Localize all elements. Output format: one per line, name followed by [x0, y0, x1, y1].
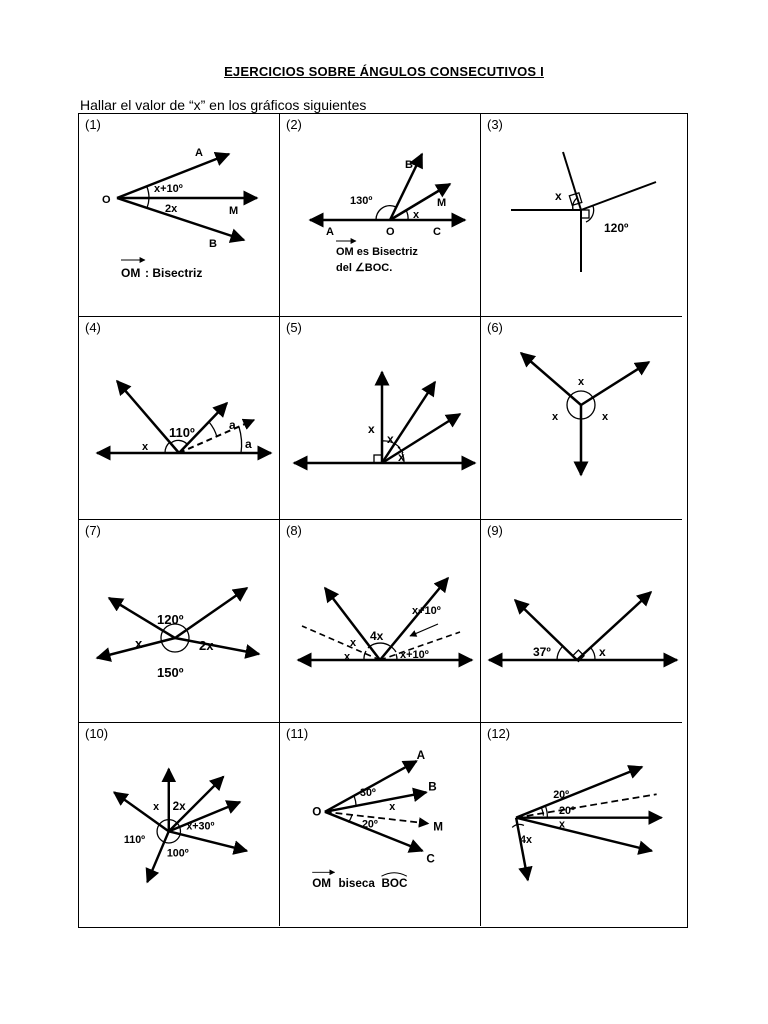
exercise-number: (2): [286, 117, 302, 132]
label-100: 100º: [167, 848, 189, 860]
exercise-number: (3): [487, 117, 503, 132]
exercise-6-figure: x x x: [519, 352, 651, 477]
label-m: M: [437, 197, 446, 209]
label-x: x: [153, 801, 159, 813]
label-a2: a: [245, 437, 252, 451]
label-37: 37º: [533, 645, 551, 659]
caption: : Bisectriz: [145, 266, 202, 280]
label-2x: 2x: [199, 638, 214, 653]
label-150: 150º: [157, 665, 184, 680]
om-vector-label: OM: [121, 266, 140, 280]
label-130: 130º: [350, 195, 372, 207]
label-x: x: [555, 189, 562, 203]
exercise-5: (5) x x x: [280, 317, 481, 520]
label-x2: x: [387, 432, 394, 446]
exercise-9-figure: 37º x: [487, 590, 679, 668]
label-bottom-angle: 2x: [165, 203, 178, 215]
exercise-1-figure: O A M B x+10º 2x OM : Bisectriz: [102, 147, 259, 280]
label-b: B: [405, 159, 413, 171]
label-c: C: [433, 226, 441, 238]
label-x10-lower: x+10º: [400, 649, 429, 661]
exercise-10-figure: x 2x x+30º 110º 100º: [112, 767, 249, 884]
exercise-number: (6): [487, 320, 503, 335]
exercise-number: (4): [85, 320, 101, 335]
label-c: C: [426, 853, 435, 866]
caption: biseca: [339, 877, 376, 890]
exercise-12-figure: 20º 20º x 4x: [511, 765, 663, 882]
label-2x: 2x: [173, 800, 187, 813]
label-top-angle: x+10º: [154, 183, 183, 195]
exercise-11: (11) O A B M C 30º x 20º OM biseca BOC: [280, 723, 481, 926]
label-m: M: [433, 820, 443, 833]
label-x: x: [559, 818, 565, 830]
exercise-7: (7) 120º x 2x 150º: [79, 520, 280, 723]
exercise-grid: (1) O A M B x+10º 2x OM : Bisectriz (2): [78, 113, 688, 928]
label-b: B: [428, 780, 436, 793]
label-x: x: [135, 636, 143, 651]
label-a: A: [195, 147, 203, 159]
label-x1: x: [578, 376, 585, 388]
label-x: x: [142, 441, 149, 453]
label-x3: x: [398, 450, 405, 464]
label-x10-upper: x+10º: [412, 605, 441, 617]
label-x2: x: [344, 651, 351, 663]
exercise-7-figure: 120º x 2x 150º: [95, 586, 261, 680]
label-x2: x: [552, 411, 559, 423]
exercise-number: (10): [85, 726, 109, 741]
label-m: M: [229, 205, 238, 217]
exercise-number: (11): [286, 726, 309, 741]
label-110: 110º: [169, 425, 195, 440]
worksheet-instruction: Hallar el valor de “x” en los gráficos s…: [80, 97, 367, 113]
worksheet-title: EJERCICIOS SOBRE ÁNGULOS CONSECUTIVOS I: [224, 64, 544, 79]
label-30: 30º: [360, 787, 376, 799]
exercise-8: (8) 4x x x x+10º x+10º: [280, 520, 481, 723]
exercise-number: (7): [85, 523, 101, 538]
exercise-2: (2) B M 130º x A O C OM es Bisectriz del…: [280, 114, 481, 317]
caption-line-1: OM es Bisectriz: [336, 246, 418, 258]
label-110: 110º: [124, 834, 145, 846]
label-x: x: [599, 645, 606, 659]
exercise-number: (1): [85, 117, 101, 132]
label-a: A: [326, 226, 334, 238]
label-20-lower: 20º: [559, 805, 575, 817]
label-120: 120º: [157, 612, 184, 627]
exercise-2-figure: B M 130º x A O C OM es Bisectriz del ∠BO…: [308, 152, 467, 274]
label-x3: x: [602, 411, 609, 423]
exercise-8-figure: 4x x x x+10º x+10º: [296, 576, 474, 668]
exercise-6: (6) x x x: [481, 317, 682, 520]
exercise-3-figure: x 120º: [511, 151, 657, 272]
exercise-10: (10) x 2x x+30º 110º 100º: [79, 723, 280, 926]
label-120: 120º: [604, 221, 629, 235]
label-20-upper: 20º: [553, 789, 569, 801]
label-x: x: [389, 801, 395, 813]
exercise-4: (4) x 110º a a: [79, 317, 280, 520]
exercise-1: (1) O A M B x+10º 2x OM : Bisectriz: [79, 114, 280, 317]
boc-label: BOC: [381, 877, 408, 890]
exercise-number: (12): [487, 726, 511, 741]
label-x: x: [413, 209, 420, 221]
label-o: O: [386, 226, 395, 238]
exercise-4-figure: x 110º a a: [95, 379, 273, 461]
exercise-number: (8): [286, 523, 302, 538]
exercise-12: (12) 20º 20º x 4x: [481, 723, 682, 926]
label-o: O: [102, 194, 111, 206]
label-x1: x: [350, 637, 357, 649]
label-a: A: [417, 749, 426, 762]
exercise-number: (9): [487, 523, 503, 538]
label-20: 20º: [362, 818, 378, 830]
label-x30: x+30º: [186, 820, 214, 832]
label-o: O: [312, 806, 321, 819]
exercise-11-figure: O A B M C 30º x 20º OM biseca BOC: [312, 749, 443, 890]
label-4x: 4x: [520, 834, 532, 846]
exercise-3: (3) x 120º: [481, 114, 682, 317]
label-a1: a: [229, 418, 236, 432]
label-b: B: [209, 238, 217, 250]
om-vector-label: OM: [312, 877, 331, 890]
label-4x: 4x: [370, 629, 384, 643]
exercise-5-figure: x x x: [292, 370, 477, 471]
exercise-9: (9) 37º x: [481, 520, 682, 723]
caption-line-2: del ∠BOC.: [336, 262, 392, 274]
exercise-number: (5): [286, 320, 302, 335]
label-x1: x: [368, 422, 375, 436]
